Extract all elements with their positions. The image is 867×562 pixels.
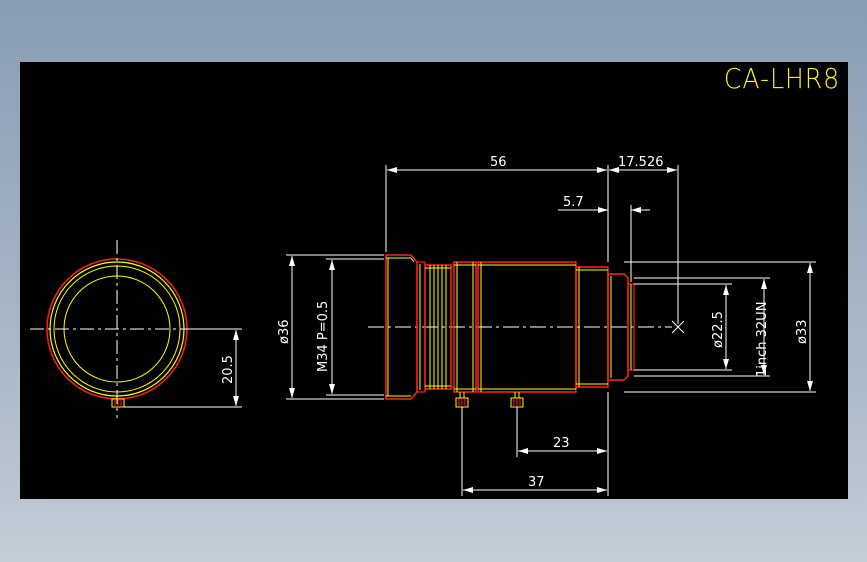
end-view: 20.5 xyxy=(30,240,242,418)
dim-5-7-label: 5.7 xyxy=(563,195,584,210)
set-screw-1 xyxy=(455,392,469,408)
drawing-title: CA-LHR8 xyxy=(723,62,840,95)
dim-37-label: 37 xyxy=(528,475,545,490)
cad-viewport[interactable]: CA-LHR8 20.5 xyxy=(20,62,848,499)
dim-m34-label: M34 P=0.5 xyxy=(316,301,331,372)
dim-17526-label: 17.526 xyxy=(618,155,664,170)
technical-drawing: 20.5 xyxy=(30,155,816,496)
dim-1inch-label: 1inch 32UN xyxy=(755,302,770,377)
dim-20-5-label: 20.5 xyxy=(221,355,236,384)
dim-23-label: 23 xyxy=(553,436,570,451)
dim-36-label: ø36 xyxy=(277,320,292,345)
set-screw-2 xyxy=(510,392,524,408)
dim-56-label: 56 xyxy=(490,155,507,170)
side-view: 56 17.526 5.7 ø36 M34 P=0.5 xyxy=(277,155,816,496)
dim-33-label: ø33 xyxy=(795,320,810,345)
rear-mount-flange xyxy=(607,273,629,381)
dim-22-5-label: ø22.5 xyxy=(711,311,726,348)
